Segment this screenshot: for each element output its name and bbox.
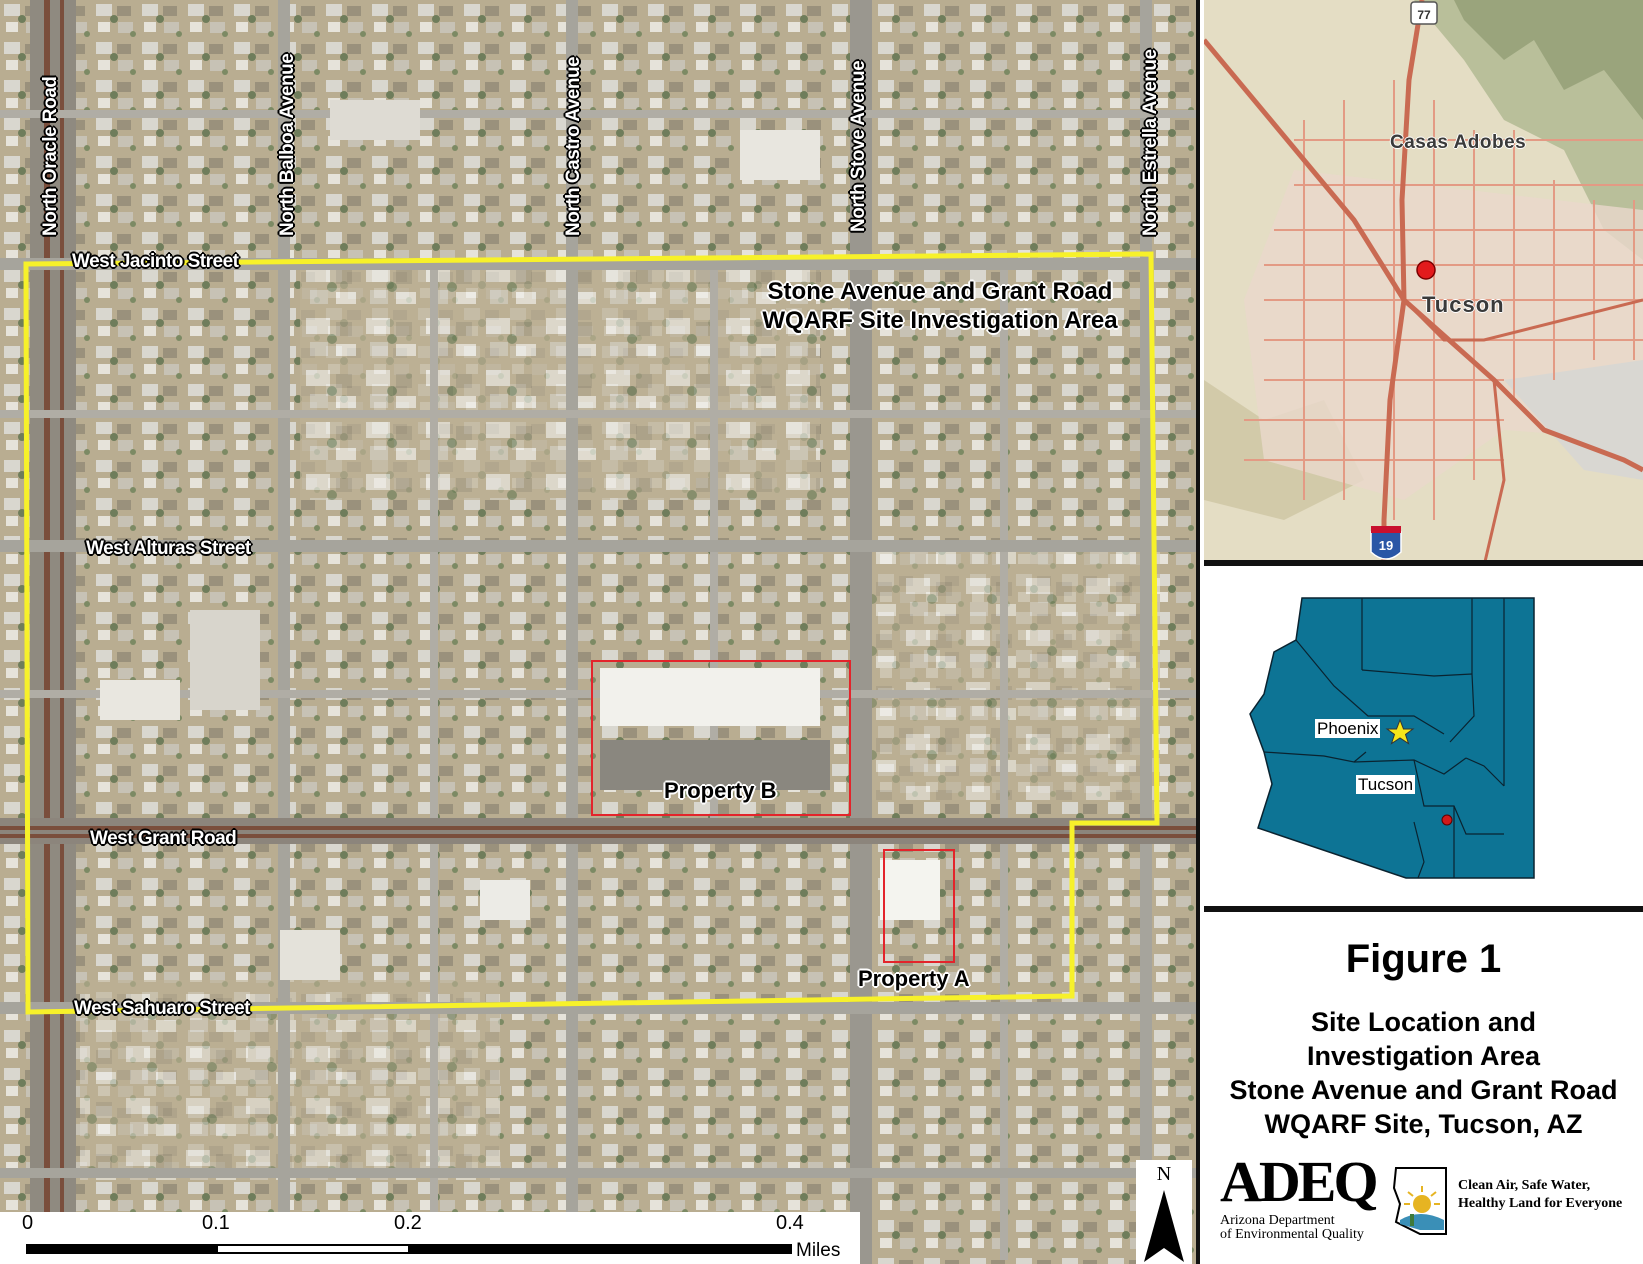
tagline-line-2: Healthy Land for Everyone [1458,1196,1623,1211]
street-label-west-sahuaro-street: West Sahuaro Street [74,998,250,1019]
arizona-counties-map [1249,597,1535,879]
aerial-imagery [0,0,1196,1264]
figure-title: Figure 1 [1345,937,1502,981]
street-label-north-stove-avenue: North Stove Avenue [848,60,869,232]
scale-tick-0: 0 [22,1212,34,1234]
north-arrow-icon: N [1144,1163,1184,1262]
property-b-outline [591,660,851,816]
svg-text:77: 77 [1417,8,1431,22]
subtitle-line-4: WQARF Site, Tucson, AZ [1264,1109,1583,1139]
street-label-west-jacinto-street: West Jacinto Street [72,251,239,272]
aerial-map[interactable]: North Oracle Road North Balboa Avenue No… [0,0,1200,1264]
adeq-name-line-1: Arizona Department [1220,1213,1335,1228]
street-label-north-estrella-avenue: North Estrella Avenue [1140,49,1161,236]
street-label-west-grant-road: West Grant Road [90,828,237,849]
title-block: Figure 1 Site Location and Investigation… [1204,912,1643,1264]
north-arrow-letter: N [1157,1163,1171,1185]
adeq-logo[interactable]: ADEQ Arizona Department of Environmental… [1218,1149,1458,1252]
locator-place-tucson: Tucson [1422,292,1505,317]
street-label-west-alturas-street: West Alturas Street [86,538,251,559]
adeq-tagline: Clean Air, Safe Water, Healthy Land for … [1458,1177,1622,1213]
subtitle-line-1: Site Location and [1310,1007,1537,1037]
north-arrow: N [1136,1160,1192,1264]
interstate-19-shield [1370,531,1402,560]
scale-tick-0-1: 0.1 [202,1212,230,1234]
figure-subtitle: Site Location and Investigation Area Sto… [1204,1005,1643,1141]
scale-segment-2 [216,1244,410,1254]
route-77-shield [1410,1,1438,25]
property-a-outline [883,849,955,963]
investigation-area-boundary [23,251,1160,1015]
adeq-logo-letters: ADEQ [1220,1149,1379,1214]
adeq-name-line-2: of Environmental Quality [1220,1227,1364,1242]
subtitle-line-3: Stone Avenue and Grant Road [1229,1075,1618,1105]
scale-segment-3 [408,1244,792,1254]
area-title-line-1: Stone Avenue and Grant Road [767,278,1113,305]
locator-map[interactable]: 77 19 Casas Adobes Tucson [1204,0,1643,566]
locator-basemap: 77 19 [1204,0,1643,560]
investigation-area-title: Stone Avenue and Grant Road WQARF Site I… [740,277,1140,335]
phoenix-star-icon [1385,718,1415,745]
tucson-site-dot [1441,814,1453,826]
locator-place-casas-adobes: Casas Adobes [1390,132,1527,153]
svg-text:19: 19 [1379,538,1393,553]
street-label-north-balboa-avenue: North Balboa Avenue [277,53,298,236]
scale-tick-0-2: 0.2 [394,1212,422,1234]
arizona-sun-emblem-icon [1392,1167,1447,1235]
subtitle-line-2: Investigation Area [1306,1041,1541,1071]
state-label-phoenix: Phoenix [1315,719,1381,738]
property-a-label: Property A [858,966,970,991]
scale-bar: 0 0.1 0.2 0.4 Miles [0,1212,860,1264]
street-label-north-oracle-road: North Oracle Road [40,76,61,236]
property-b-label: Property B [664,778,777,803]
arizona-state-inset[interactable]: Phoenix Tucson [1204,566,1643,912]
area-title-line-2: WQARF Site Investigation Area [762,307,1118,334]
state-label-tucson: Tucson [1356,775,1416,794]
tagline-line-1: Clean Air, Safe Water, [1458,1178,1591,1193]
scale-segment-1 [26,1244,218,1254]
street-label-north-castro-avenue: North Castro Avenue [563,56,584,236]
scale-tick-0-4: 0.4 [776,1212,804,1234]
adeq-logo-name: Arizona Department of Environmental Qual… [1220,1214,1364,1242]
scale-unit: Miles [796,1240,841,1261]
site-location-marker [1416,260,1436,280]
